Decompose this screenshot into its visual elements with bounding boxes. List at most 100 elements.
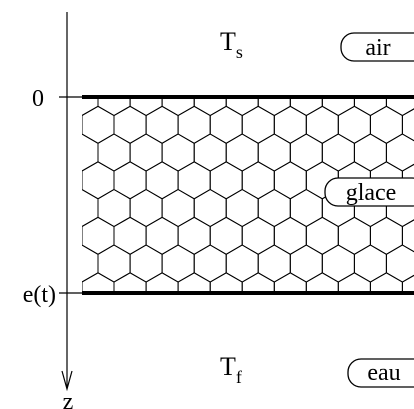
ice-hexagon-cell bbox=[401, 219, 414, 253]
ice-hexagon-cell bbox=[401, 163, 414, 197]
ice-hexagon-cell bbox=[209, 161, 243, 200]
ice-hexagon-cell bbox=[321, 244, 355, 283]
ice-hexagon-cell bbox=[225, 244, 259, 283]
ice-hexagon-cell bbox=[66, 301, 98, 338]
ice-hexagon-cell bbox=[242, 328, 274, 365]
surface-temperature-label: Ts bbox=[220, 27, 243, 62]
ice-hexagon-cell bbox=[242, 51, 274, 88]
tick-label-thickness: e(t) bbox=[23, 282, 56, 308]
ice-hexagon-cell bbox=[273, 216, 307, 255]
ice-hexagon-cell bbox=[194, 301, 226, 338]
ice-hexagon-cell bbox=[193, 244, 227, 283]
svg-text:eau: eau bbox=[367, 360, 400, 386]
ice-hexagon-cell bbox=[113, 216, 147, 255]
ice-hexagon-cell bbox=[369, 216, 403, 255]
svg-text:glace: glace bbox=[346, 180, 397, 206]
ice-hexagon-cell bbox=[178, 328, 210, 365]
ice-hexagon-cell bbox=[34, 134, 66, 171]
ice-hexagon-cell bbox=[113, 161, 147, 200]
ice-hexagon-cell bbox=[146, 51, 178, 88]
ice-hexagon-cell bbox=[241, 216, 275, 255]
ice-hexagon-cell bbox=[129, 244, 163, 283]
ice-hexagon-cell bbox=[145, 161, 179, 200]
ice-hexagon-cell bbox=[177, 216, 211, 255]
ice-hexagon-cell bbox=[337, 105, 371, 144]
ice-hexagon-cell bbox=[273, 105, 307, 144]
ice-hexagon-cell bbox=[226, 301, 258, 338]
ice-hexagon-cell bbox=[98, 301, 130, 338]
ice-region-label: glace bbox=[324, 177, 414, 207]
ice-hexagon-cell bbox=[401, 274, 414, 293]
ice-hexagon-cell bbox=[97, 244, 131, 283]
ice-hexagon-cell bbox=[258, 301, 290, 338]
ice-hexagon-cell bbox=[114, 328, 146, 365]
ice-hexagon-cell bbox=[306, 328, 338, 365]
ice-hexagon-cell bbox=[82, 105, 115, 144]
ice-hexagon-cell bbox=[82, 225, 83, 246]
ice-hexagon-cell bbox=[129, 133, 163, 172]
ice-hexagon-cell bbox=[289, 244, 323, 283]
ice-hexagon-cell bbox=[386, 301, 414, 338]
ice-hexagon-cell bbox=[305, 105, 339, 144]
tick-label-zero: 0 bbox=[32, 86, 44, 112]
ice-hexagon-cell bbox=[50, 51, 82, 88]
ice-hexagon-cell bbox=[145, 105, 179, 144]
ice-hexagon-cell bbox=[321, 133, 355, 172]
ice-hexagon-cell bbox=[274, 328, 306, 365]
ice-hexagon-cell bbox=[225, 188, 259, 228]
ice-hexagon-cell bbox=[97, 133, 131, 172]
ice-hexagon-cell bbox=[162, 301, 194, 338]
bottom-temperature-label: Tf bbox=[220, 352, 242, 387]
ice-hexagon-cell bbox=[322, 301, 354, 338]
ice-hexagon-cell bbox=[161, 133, 195, 172]
ice-hexagon-cell bbox=[241, 161, 275, 200]
ice-hexagon-cell bbox=[209, 216, 243, 255]
air-region-label: air bbox=[340, 32, 414, 62]
ice-hexagon-cell bbox=[177, 161, 211, 200]
ice-hexagon-cell bbox=[82, 244, 99, 283]
ice-hexagon-cell bbox=[353, 133, 387, 172]
ice-hexagon-cell bbox=[289, 133, 323, 172]
ice-hexagon-cell bbox=[82, 328, 114, 365]
ice-hexagon-cell bbox=[385, 133, 414, 172]
ice-hexagon-pattern bbox=[34, 51, 414, 365]
ice-hexagon-cell bbox=[50, 328, 82, 365]
ice-hexagon-cell bbox=[161, 244, 195, 283]
ice-hexagon-cell bbox=[274, 51, 306, 88]
ice-hexagon-cell bbox=[193, 188, 227, 228]
ice-hexagon-cell bbox=[353, 244, 387, 283]
ice-hexagon-cell bbox=[257, 244, 291, 283]
ice-hexagon-cell bbox=[82, 133, 99, 172]
ice-hexagon-cell bbox=[146, 328, 178, 365]
ice-hexagon-cell bbox=[161, 188, 195, 228]
ice-hexagon-cell bbox=[82, 161, 115, 200]
ice-hexagon-cell bbox=[193, 133, 227, 172]
ice-hexagon-cell bbox=[306, 51, 338, 88]
ice-hexagon-cell bbox=[354, 301, 386, 338]
z-axis-label: z bbox=[63, 389, 74, 409]
ice-hexagon-cell bbox=[369, 105, 403, 144]
ice-hexagon-cell bbox=[130, 301, 162, 338]
ice-hexagon-cell bbox=[401, 108, 414, 142]
z-axis-arrowhead bbox=[61, 370, 73, 392]
ice-hexagon-cell bbox=[145, 216, 179, 255]
ice-hexagon-cell bbox=[82, 170, 83, 191]
ice-hexagon-cell bbox=[257, 133, 291, 172]
ice-hexagon-cell bbox=[114, 51, 146, 88]
ice-hexagon-cell bbox=[34, 245, 66, 282]
ice-hexagon-cell bbox=[113, 105, 147, 144]
ice-hexagon-cell bbox=[289, 188, 323, 228]
svg-text:air: air bbox=[365, 35, 390, 61]
ice-hexagon-cell bbox=[34, 190, 66, 227]
ice-hexagon-cell bbox=[305, 216, 339, 255]
ice-hexagon-cell bbox=[385, 244, 414, 283]
ice-hexagon-cell bbox=[82, 216, 115, 255]
ice-hexagon-cell bbox=[241, 105, 275, 144]
ice-hexagon-cell bbox=[97, 188, 131, 228]
ice-hexagon-cell bbox=[177, 105, 211, 144]
ice-hexagon-cell bbox=[178, 51, 210, 88]
water-region-label: eau bbox=[347, 358, 414, 388]
ice-hexagon-cell bbox=[273, 161, 307, 200]
ice-hexagon-cell bbox=[225, 133, 259, 172]
